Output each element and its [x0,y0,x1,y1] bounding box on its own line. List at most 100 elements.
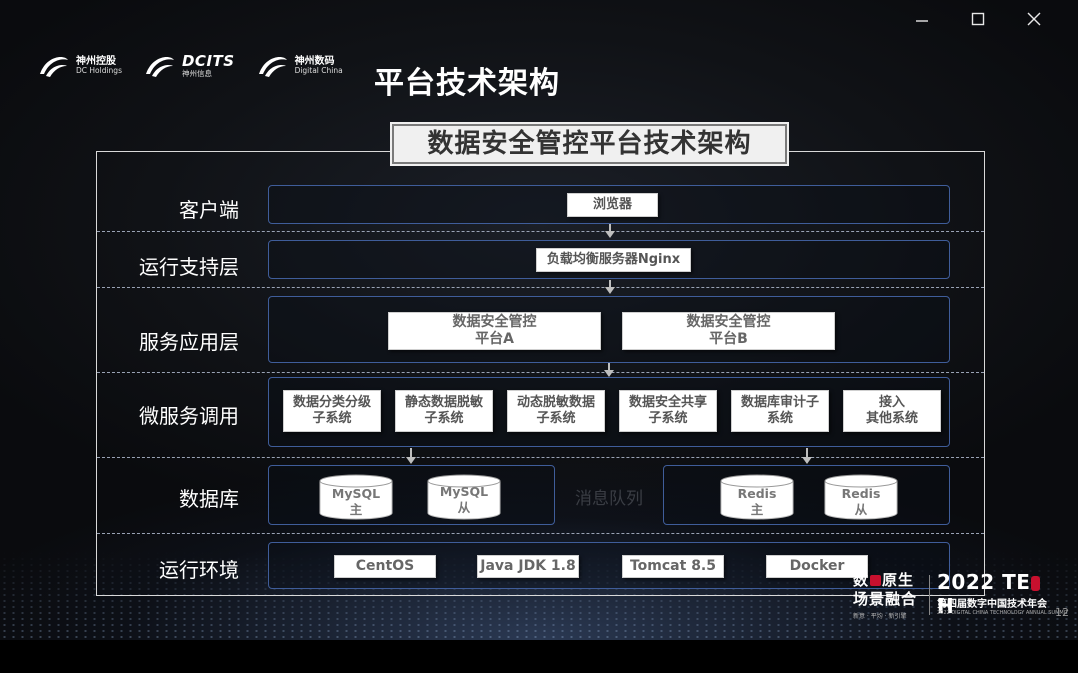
event-year-number: 2022 [937,570,995,594]
subsystem-line1: 静态数据脱敏 [404,395,483,411]
subsystem-box: 数据库审计子 系统 [731,390,829,432]
layer-label-runtime-support: 运行支持层 [139,255,239,279]
db-role: 主 [349,501,363,517]
env-box: Java JDK 1.8 [477,555,579,578]
event-slogan-part: 原生 [882,571,915,589]
layer-separator [97,372,984,373]
subsystem-line2: 其他系统 [865,411,918,426]
subsystem-line2: 子系统 [312,411,352,426]
subsystem-line1: 数据库审计子 [740,395,819,411]
page-number: 12 [1055,606,1069,619]
db-role: 从 [854,501,868,517]
close-icon [1027,12,1041,26]
subsystem-box: 数据安全共享 子系统 [619,390,717,432]
env-label: Java JDK 1.8 [480,558,576,575]
subsystem-box: 动态脱敏数据 子系统 [507,390,605,432]
env-box: Docker [766,555,868,578]
env-label: Tomcat 8.5 [629,558,716,575]
platform-b-line2: 平台B [709,331,748,347]
subsystem-line2: 子系统 [424,411,464,426]
red-c-icon [1031,576,1041,591]
logo-digital-china: 神州数码 Digital China [255,52,343,80]
layer-label-client: 客户端 [179,198,239,222]
browser-box: 浏览器 [567,193,658,217]
diagram-title: 数据安全管控平台技术架构 [390,122,789,166]
logo-line1: DCITS [181,52,235,71]
microservice-row [268,377,950,447]
env-label: CentOS [355,558,415,575]
event-tech: TE [1002,570,1031,594]
minimize-button[interactable] [894,8,950,30]
dcits-logo-icon [145,56,174,77]
layer-separator [97,231,984,232]
layer-separator [97,287,984,288]
db-role: 主 [750,501,764,517]
database-icon [319,474,393,520]
dc-holdings-logo-icon [40,56,68,77]
platform-b-box: 数据安全管控 平台B [622,312,835,350]
env-box: Tomcat 8.5 [622,555,724,578]
db-name: Redis [841,486,881,501]
database-icon [427,474,501,520]
db-role: 从 [457,499,471,515]
logo-line1: 神州数码 [294,55,335,67]
subsystem-line2: 子系统 [536,411,576,426]
subsystem-box: 静态数据脱敏 子系统 [395,390,493,432]
layer-label-runtime-env: 运行环境 [159,558,239,582]
event-slogan-line2: 场景融合 [853,590,918,608]
event-divider [929,575,930,615]
down-arrow-icon [801,448,813,464]
down-arrow-icon [604,280,616,294]
down-arrow-icon [603,363,615,377]
message-queue-label: 消息队列 [575,489,643,509]
maximize-icon [971,12,985,26]
event-year: 2022 TE H [937,570,1053,618]
nginx-label: 负载均衡服务器Nginx [546,252,681,268]
window-controls [894,8,1062,30]
red-square-icon [870,575,882,586]
logo-line2: Digital China [294,66,343,76]
subsystem-line1: 数据分类分级 [292,395,371,411]
browser-label: 浏览器 [592,197,632,213]
layer-separator [97,533,984,534]
service-app-row [268,296,950,363]
logo-line2: 神州信息 [181,68,212,78]
event-slogan-line1: 数原生 [853,571,914,590]
company-logos: 神州控股 DC Holdings DCITS 神州信息 神州数码 Digital… [36,52,343,80]
event-slogan-sub: 新意 · 平均 · 新引擎 [853,613,907,620]
event-badge: 数原生 场景融合 新意 · 平均 · 新引擎 2022 TE H 第四届数字中国技… [853,570,1068,621]
slide: 神州控股 DC Holdings DCITS 神州信息 神州数码 Digital… [0,0,1078,640]
layer-label-microservice: 微服务调用 [139,404,239,428]
platform-a-line2: 平台A [475,331,514,347]
db-name: Redis [737,486,777,501]
database-icon [720,474,794,520]
page-title: 平台技术架构 [374,66,560,101]
redis-group [663,465,950,525]
close-button[interactable] [1006,8,1062,30]
logo-dc-holdings: 神州控股 DC Holdings [36,52,122,80]
event-tech-end: H [937,594,955,618]
env-label: Docker [789,558,845,575]
maximize-button[interactable] [950,8,1006,30]
subsystem-line2: 系统 [766,411,793,426]
db-name: MySQL [331,486,381,501]
layer-label-service-app: 服务应用层 [139,330,239,354]
layer-separator [97,457,984,458]
event-summit-en: 2022 DIGITAL CHINA TECHNOLOGY ANNUAL SUM… [937,610,1069,616]
logo-line2: DC Holdings [76,66,122,76]
subsystem-box: 接入 其他系统 [843,390,941,432]
minimize-icon [916,20,928,22]
event-summit-cn: 第四届数字中国技术年会 [937,599,1047,610]
logo-line1: 神州控股 [76,55,116,67]
mysql-group [268,465,555,525]
event-slogan-part: 数 [853,571,870,589]
subsystem-line2: 子系统 [648,411,688,426]
digital-china-logo-icon [258,56,287,77]
db-name: MySQL [439,484,489,499]
subsystem-line1: 接入 [878,395,905,411]
down-arrow-icon [604,224,616,238]
subsystem-line1: 动态脱敏数据 [516,395,595,411]
